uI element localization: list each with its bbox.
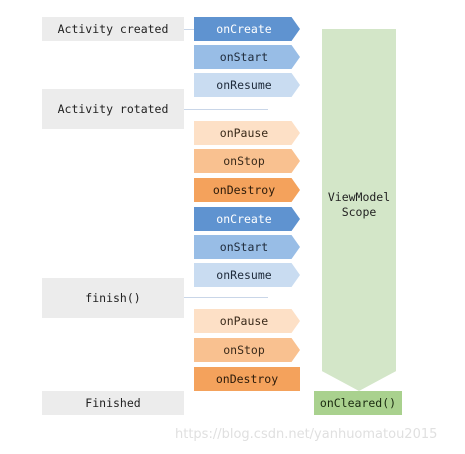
- step-onstart: onStart: [194, 235, 300, 259]
- scope-label-line1: ViewModel: [327, 190, 391, 204]
- step-oncreate: onCreate: [194, 207, 300, 231]
- event-finish: finish(): [42, 278, 184, 318]
- step-onstop: onStop: [194, 338, 300, 362]
- viewmodel-scope-arrow: ViewModel Scope: [322, 29, 396, 391]
- connector-line: [184, 109, 268, 110]
- step-onpause: onPause: [194, 309, 300, 333]
- viewmodel-scope-label: ViewModel Scope: [328, 190, 390, 220]
- step-onstop: onStop: [194, 149, 300, 173]
- step-onresume: onResume: [194, 73, 300, 97]
- step-onpause: onPause: [194, 121, 300, 145]
- connector-line: [184, 297, 268, 298]
- step-ondestroy: onDestroy: [194, 178, 300, 202]
- connector-line: [184, 29, 194, 30]
- event-finished: Finished: [42, 391, 184, 415]
- step-onresume: onResume: [194, 263, 300, 287]
- scope-label-line2: Scope: [341, 205, 377, 219]
- event-activity-created: Activity created: [42, 17, 184, 41]
- step-oncreate: onCreate: [194, 17, 300, 41]
- event-activity-rotated: Activity rotated: [42, 89, 184, 129]
- watermark: https://blog.csdn.net/yanhuomatou2015: [175, 427, 438, 442]
- step-onstart: onStart: [194, 45, 300, 69]
- oncleared-box: onCleared(): [314, 391, 402, 415]
- step-ondestroy: onDestroy: [194, 367, 300, 391]
